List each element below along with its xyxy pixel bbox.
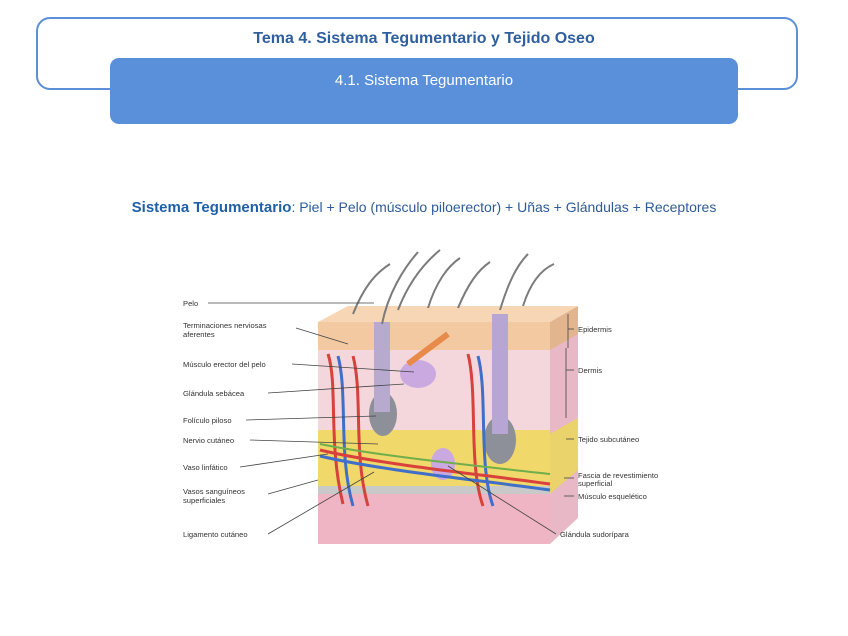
label-ligamento-cutaneo: Ligamento cutáneo <box>183 530 248 539</box>
skin-diagram: Pelo Terminaciones nerviosas aferentes M… <box>178 244 680 560</box>
label-glandula-sebacea: Glándula sebácea <box>183 389 245 398</box>
muscle-layer <box>318 494 550 544</box>
label-pelo: Pelo <box>183 299 198 308</box>
label-epidermis: Epidermis <box>578 325 612 334</box>
blood-vessels <box>326 353 485 507</box>
label-musculo-esqueletico: Músculo esquelético <box>578 492 647 501</box>
left-leader-lines <box>208 302 415 535</box>
definition-separator: : <box>291 199 296 215</box>
label-vasos-sanguineos: Vasos sanguíneos <box>183 487 245 496</box>
dermis-layer <box>318 350 550 430</box>
label-glandula-sudoripara: Glándula sudorípara <box>560 530 630 539</box>
label-foliculo-piloso: Folículo piloso <box>183 416 232 425</box>
label-terminaciones-2: aferentes <box>183 330 215 339</box>
label-vaso-linfatico: Vaso linfático <box>183 463 228 472</box>
section-subtitle: 4.1. Sistema Tegumentario <box>334 72 514 89</box>
label-dermis: Dermis <box>578 366 602 375</box>
definition-line: Sistema Tegumentario: Piel + Pelo (múscu… <box>0 199 848 216</box>
fascia-layer <box>318 486 550 494</box>
label-musculo-erector: Músculo erector del pelo <box>183 360 266 369</box>
hair-strands <box>352 249 555 325</box>
subtitle-banner: 4.1. Sistema Tegumentario <box>110 58 738 124</box>
label-vasos-sanguineos-2: superficiales <box>183 496 225 505</box>
label-fascia-2: superficial <box>578 479 612 488</box>
label-nervio-cutaneo: Nervio cutáneo <box>183 436 234 445</box>
definition-term: Sistema Tegumentario <box>131 199 292 216</box>
page-title: Tema 4. Sistema Tegumentario y Tejido Os… <box>253 30 595 47</box>
definition-text: Piel + Pelo (músculo piloerector) + Uñas… <box>295 199 717 215</box>
skin-surface <box>318 306 578 322</box>
label-fascia: Fascia de revestimiento <box>578 471 658 480</box>
label-tejido-subcutaneo: Tejido subcutáneo <box>578 435 639 444</box>
right-leader-lines <box>447 314 574 535</box>
label-terminaciones: Terminaciones nerviosas <box>183 321 267 330</box>
skin-diagram-svg: Pelo Terminaciones nerviosas aferentes M… <box>183 249 658 544</box>
